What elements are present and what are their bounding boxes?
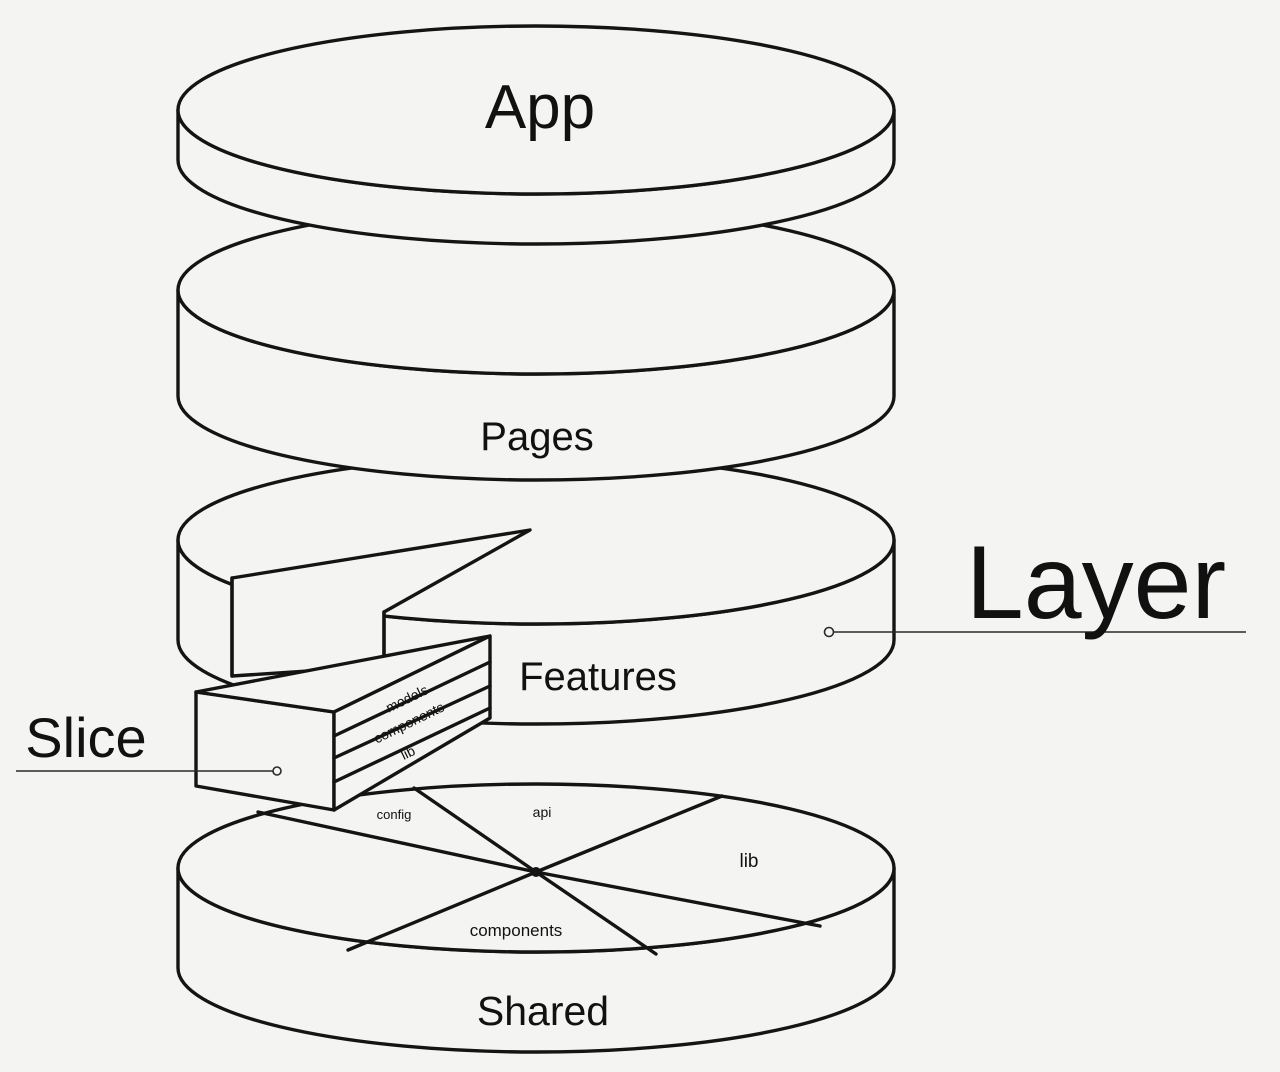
shared-segment-config: config [377,807,412,822]
layer-callout: Layer [833,525,1246,641]
app-disc: App [176,24,896,246]
shared-segment-components: components [470,921,563,940]
pages-disc: Pages [176,204,896,482]
slice-stripe-line [332,684,492,760]
layer-callout-label: Layer [966,525,1226,641]
pages-layer-label: Pages [480,415,593,459]
slice-wedge: models components lib [194,634,492,812]
app-layer-label: App [485,73,595,142]
slice-segment-lib: lib [398,742,418,763]
app-disc-top [176,24,896,196]
shared-disc: config api lib components Shared [176,782,896,1054]
slice-callout: Slice [16,706,273,772]
slice-callout-label: Slice [25,706,146,769]
slice-stripe-line [332,660,492,738]
layer-callout-dot [823,626,835,638]
slice-stripe-line [332,706,492,784]
slice-callout-dot [272,766,282,776]
features-layer-label: Features [519,655,677,699]
shared-layer-label: Shared [477,988,609,1034]
shared-segment-api: api [533,804,552,820]
shared-center-dot [531,867,541,877]
shared-segment-lib: lib [739,851,758,872]
